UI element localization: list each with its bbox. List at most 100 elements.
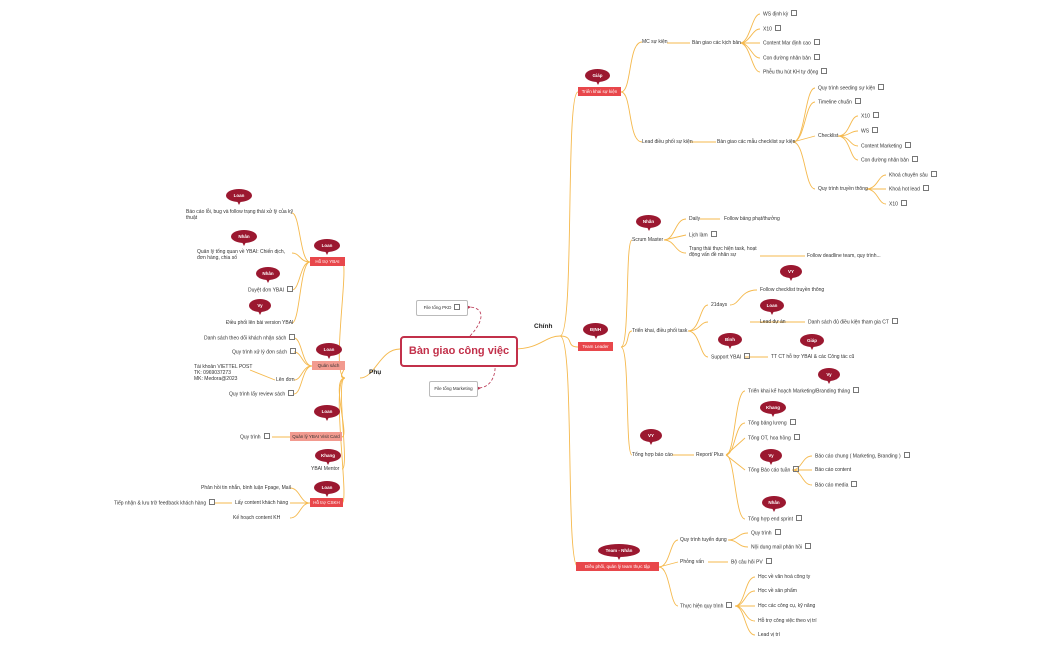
link-icon[interactable] (851, 481, 858, 487)
node-ke-hoach[interactable]: Kế hoạch content KH (233, 515, 281, 521)
node-trang-thai-note[interactable]: Follow deadline team, quy trình... (807, 253, 881, 259)
node-dieu-phoi-ybai[interactable]: Điều phối lên bài version YBAI (226, 320, 294, 326)
node-phong-van[interactable]: Phỏng vấn (680, 559, 704, 565)
link-icon[interactable] (904, 142, 911, 148)
link-icon[interactable] (903, 452, 910, 458)
link-icon[interactable] (854, 98, 861, 104)
node-kich-ban-3[interactable]: Con đường nhân bản (763, 54, 820, 61)
link-icon[interactable] (795, 515, 802, 521)
node-trien-khai-su-kien[interactable]: Triển khai sự kiện (578, 87, 621, 96)
node-quy-trinh-sach[interactable]: Quy trình xử lý đơn sách (232, 348, 296, 355)
node-lay-content[interactable]: Lấy content khách hàng (235, 500, 289, 506)
node-bao-cao-loi[interactable]: Báo cáo lỗi, bug và follow trạng thái xử… (186, 209, 294, 221)
node-lead-dieu-phoi[interactable]: Lead điều phối sự kiện (642, 139, 693, 145)
node-tuyen-dung[interactable]: Quy trình tuyển dụng (680, 537, 727, 543)
link-icon[interactable] (765, 558, 772, 564)
node-duyet-don[interactable]: Duyệt đơn YBAI (248, 286, 293, 293)
link-icon[interactable] (891, 318, 898, 324)
node-checklist-mau[interactable]: Bàn giao các mẫu checklist sự kiện (717, 139, 796, 145)
node-kich-ban-4[interactable]: Phễu thu hút KH tự động (763, 68, 828, 75)
node-sprint[interactable]: Tổng hợp end sprint (748, 515, 802, 522)
branch-main-label[interactable]: Chính (534, 323, 553, 330)
node-timeline[interactable]: Timeline chuẩn (818, 98, 861, 105)
node-mentor[interactable]: YBAI Mentor (311, 466, 340, 472)
node-tiep-nhan[interactable]: Tiếp nhận & lưu trữ feedback khách hàng (114, 499, 216, 506)
node-checklist-item-3[interactable]: Con đường nhân bản (861, 156, 918, 163)
node-truyen-thong[interactable]: Quy trình truyền thông (818, 186, 868, 192)
node-dieu-phoi-thuc-tap[interactable]: Điều phối, quản lý team thực tập (576, 562, 659, 571)
link-icon[interactable] (286, 286, 293, 292)
node-bao-cao-tuan[interactable]: Tổng Báo cáo tuần (748, 466, 800, 473)
node-trien-khai-kh[interactable]: Triển khai kế hoạch Marketing/Branding t… (748, 387, 860, 394)
link-icon[interactable] (878, 84, 885, 90)
central-topic[interactable]: Bàn giao công việc (400, 336, 518, 367)
link-icon[interactable] (774, 529, 781, 535)
node-kich-ban-2[interactable]: Content Mar định cao (763, 39, 820, 46)
link-icon[interactable] (209, 499, 216, 505)
node-truyen-thong-item-1[interactable]: Khoá hot lead (889, 185, 929, 192)
node-danh-sach[interactable]: Danh sách theo dõi khách nhận sách (204, 334, 296, 341)
node-review[interactable]: Quy trình lấy review sách (229, 390, 295, 397)
link-icon[interactable] (813, 54, 820, 60)
node-checklist[interactable]: Checklist (818, 133, 839, 139)
node-bo-cau-hoi[interactable]: Bộ câu hỏi PV (731, 558, 772, 565)
node-bao-cao-item-2[interactable]: Báo cáo media (815, 481, 858, 488)
node-support-note[interactable]: TT CT hỗ trợ YBAI & các Công tác cũ (771, 354, 855, 360)
link-icon[interactable] (821, 68, 828, 74)
link-icon[interactable] (805, 543, 812, 549)
node-trang-thai[interactable]: Trạng thái thực hiện task, hoạt động vấn… (689, 246, 757, 258)
node-daily[interactable]: Daily (689, 216, 701, 222)
node-tong-hop[interactable]: Tổng hợp báo cáo (632, 452, 673, 458)
link-icon[interactable] (289, 334, 296, 340)
node-thuc-hien-item-2[interactable]: Học các công cụ, kỹ năng (758, 603, 816, 609)
node-team-leader[interactable]: Team Leader (578, 342, 613, 351)
link-icon[interactable] (900, 200, 907, 206)
link-icon[interactable] (789, 419, 796, 425)
node-bao-cao-item-1[interactable]: Báo cáo content (815, 467, 852, 473)
node-bang-luong[interactable]: Tổng bảng lương (748, 419, 796, 426)
branch-aux-label[interactable]: Phụ (369, 369, 382, 376)
node-truyen-thong-item-2[interactable]: X10 (889, 200, 907, 207)
link-icon[interactable] (853, 387, 860, 393)
link-icon[interactable] (793, 434, 800, 440)
link-icon[interactable] (793, 466, 800, 472)
node-ot[interactable]: Tổng OT, hoa hồng (748, 434, 800, 441)
node-tuyen-dung-item-0[interactable]: Quy trình (751, 529, 781, 536)
link-icon[interactable] (726, 602, 733, 608)
node-daily-note[interactable]: Follow bảng phạt/thưởng (724, 216, 780, 222)
node-bao-cao-item-0[interactable]: Báo cáo chung ( Marketing, Branding ) (815, 452, 910, 459)
node-checklist-item-1[interactable]: WS (861, 127, 879, 134)
link-icon[interactable] (872, 127, 879, 133)
node-scrum-master[interactable]: Scrum Master (632, 237, 664, 243)
node-truyen-thong-item-0[interactable]: Khoá chuyên sâu (889, 171, 937, 178)
floating-topic-pkd[interactable]: File tổng PKD (416, 300, 468, 316)
link-icon[interactable] (454, 303, 461, 310)
node-tai-khoan[interactable]: Tài khoản VIETTEL POST TK: 0969037273 MK… (194, 364, 252, 382)
node-21days-note[interactable]: Follow checklist truyền thông (760, 287, 825, 293)
node-ho-tro-ybai[interactable]: Hỗ trợ YBAI (310, 257, 345, 266)
link-icon[interactable] (289, 348, 296, 354)
node-lead-du-an[interactable]: Lead dự án (760, 319, 786, 325)
node-ban-giao-kich-ban[interactable]: Bàn giao các kịch bản (692, 40, 741, 46)
link-icon[interactable] (744, 353, 751, 359)
node-seeding[interactable]: Quy trình seeding sự kiện (818, 84, 885, 91)
node-support-ybai[interactable]: Support YBAI (711, 353, 751, 360)
node-checklist-item-2[interactable]: Content Marketing (861, 142, 911, 149)
node-21days[interactable]: 21days (711, 302, 728, 308)
node-cskh[interactable]: Hỗ trợ CSKH (310, 498, 343, 507)
link-icon[interactable] (930, 171, 937, 177)
node-len-don[interactable]: Lên đơn (276, 377, 295, 383)
node-thuc-hien[interactable]: Thực hiện quy trình (680, 602, 733, 609)
link-icon[interactable] (774, 25, 781, 31)
floating-topic-marketing[interactable]: File tổng Marketing (429, 381, 478, 397)
link-icon[interactable] (922, 185, 929, 191)
node-visit-card-quy-trinh[interactable]: Quy trình (240, 433, 270, 440)
link-icon[interactable] (288, 390, 295, 396)
node-quan-ly[interactable]: Quản lý tổng quan về YBAI: Chiến dịch, đ… (197, 249, 286, 261)
node-thuc-hien-item-4[interactable]: Lead vị trí (758, 632, 780, 638)
node-checklist-item-0[interactable]: X10 (861, 112, 879, 119)
node-mc-su-kien[interactable]: MC sự kiện (642, 39, 668, 45)
link-icon[interactable] (263, 433, 270, 439)
node-kich-ban-1[interactable]: X10 (763, 25, 781, 32)
node-quan-sach[interactable]: Quản sách (312, 361, 345, 370)
